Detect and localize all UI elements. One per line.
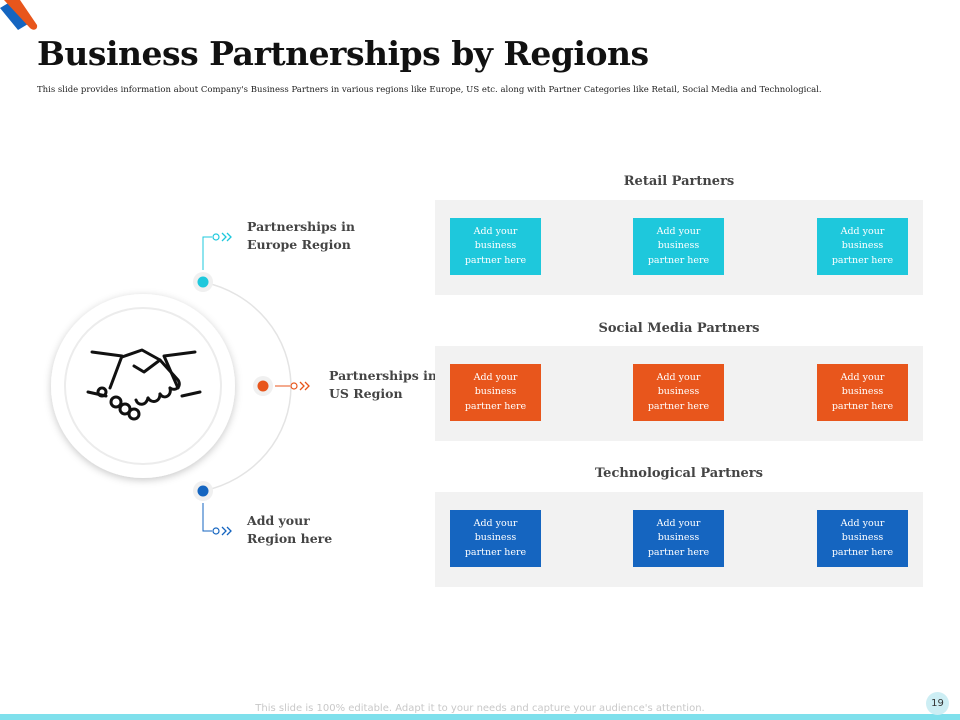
region-label-us: Partnerships in US Region bbox=[329, 368, 437, 401]
panel-social: Add your business partner here Add your … bbox=[435, 346, 923, 441]
handshake-icon bbox=[86, 348, 202, 421]
partner-card-retail-1[interactable]: Add your business partner here bbox=[450, 218, 541, 275]
panel-retail: Add your business partner here Add your … bbox=[435, 200, 923, 295]
partner-card-retail-2[interactable]: Add your business partner here bbox=[633, 218, 724, 275]
section-title-retail: Retail Partners bbox=[623, 174, 735, 189]
page-subtitle: This slide provides information about Co… bbox=[37, 85, 822, 95]
partner-card-tech-2[interactable]: Add your business partner here bbox=[633, 510, 724, 567]
partner-card-social-3[interactable]: Add your business partner here bbox=[817, 364, 908, 421]
footer-note: This slide is 100% editable. Adapt it to… bbox=[255, 703, 705, 714]
partner-card-retail-3[interactable]: Add your business partner here bbox=[817, 218, 908, 275]
partner-card-tech-3[interactable]: Add your business partner here bbox=[817, 510, 908, 567]
page-title: Business Partnerships by Regions bbox=[37, 34, 649, 73]
page-number: 19 bbox=[926, 692, 949, 715]
section-title-tech: Technological Partners bbox=[595, 466, 763, 481]
region-label-add: Add your Region here bbox=[247, 513, 333, 546]
partner-card-social-2[interactable]: Add your business partner here bbox=[633, 364, 724, 421]
panel-tech: Add your business partner here Add your … bbox=[435, 492, 923, 587]
partner-card-social-1[interactable]: Add your business partner here bbox=[450, 364, 541, 421]
region-label-europe: Partnerships in Europe Region bbox=[247, 219, 355, 252]
corner-accent bbox=[0, 0, 38, 30]
partner-card-tech-1[interactable]: Add your business partner here bbox=[450, 510, 541, 567]
section-title-social: Social Media Partners bbox=[598, 321, 760, 336]
footer-bar bbox=[0, 714, 960, 720]
